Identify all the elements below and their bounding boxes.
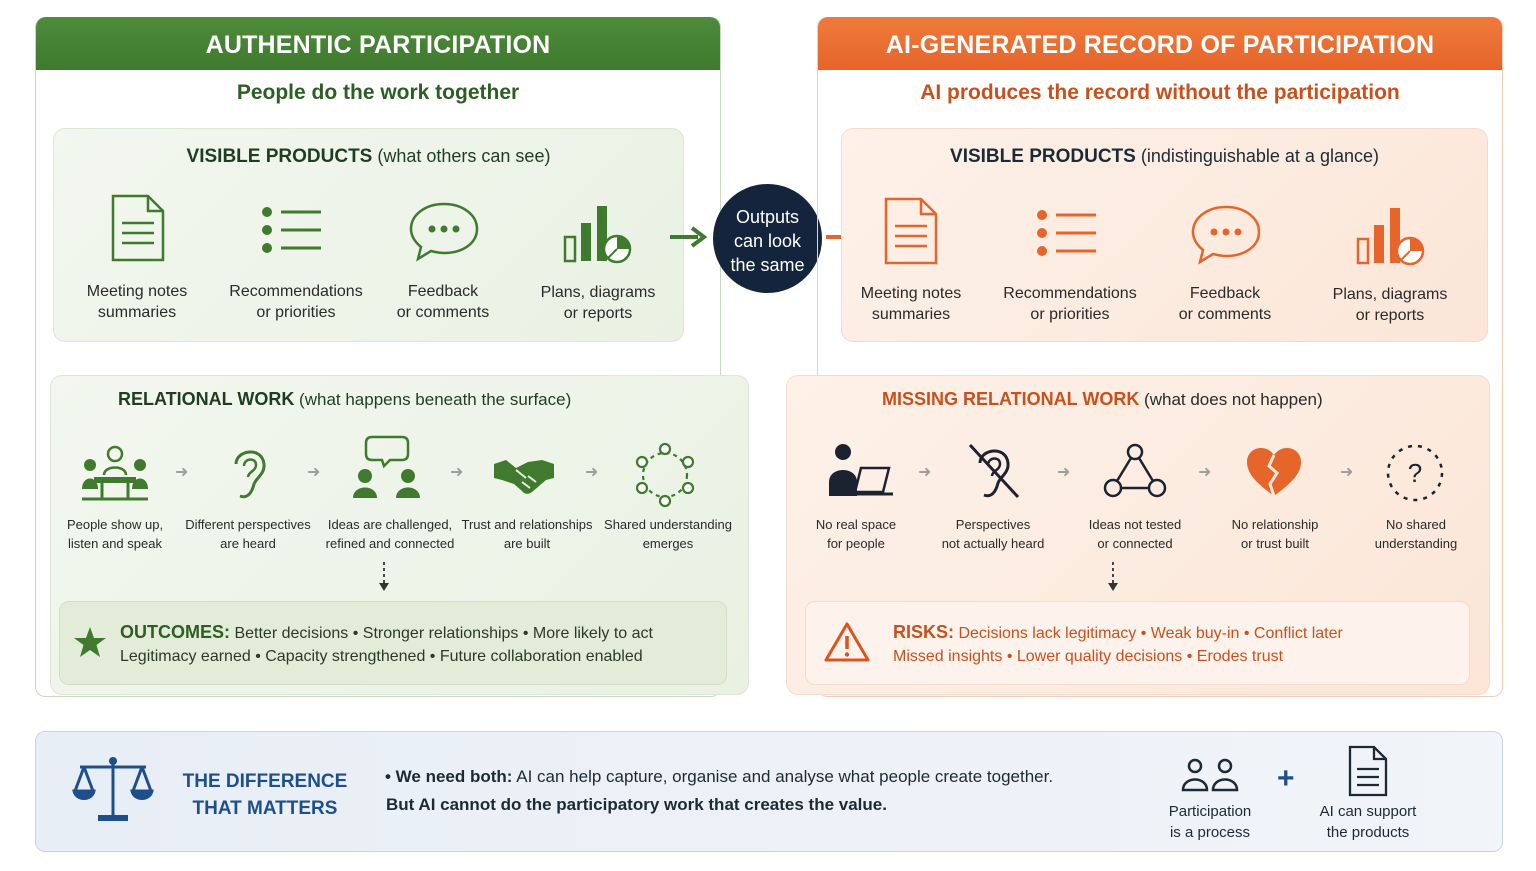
speech-bubble-icon bbox=[1191, 205, 1261, 265]
plus-sign: + bbox=[1277, 762, 1295, 795]
difference-line-1: • We need both: AI can help capture, org… bbox=[385, 767, 1054, 786]
left-header: AUTHENTIC PARTICIPATION bbox=[36, 17, 720, 70]
ai-generated-panel: AI-GENERATED RECORD OF PARTICIPATION AI … bbox=[817, 17, 1503, 697]
warning-icon bbox=[824, 622, 870, 662]
right-subtitle: AI produces the record without the parti… bbox=[920, 81, 1400, 104]
step-arrow-icon: ➜ bbox=[1198, 464, 1212, 481]
step-arrow-icon: ➜ bbox=[1057, 464, 1071, 481]
dashed-down-arrow-icon bbox=[1108, 562, 1118, 591]
left-step-label: People show up,listen and speak bbox=[66, 517, 164, 551]
chart-icon bbox=[563, 206, 632, 264]
difference-bar bbox=[35, 731, 1503, 852]
dashed-down-arrow-icon bbox=[379, 562, 389, 591]
step-arrow-icon: ➜ bbox=[1340, 464, 1354, 481]
svg-text:?: ? bbox=[1408, 458, 1422, 488]
left-relational-title: RELATIONAL WORK (what happens beneath th… bbox=[118, 389, 572, 409]
step-arrow-icon: ➜ bbox=[450, 464, 464, 481]
step-arrow-icon: ➜ bbox=[175, 464, 189, 481]
green-arrow-icon bbox=[670, 226, 708, 248]
document-icon bbox=[884, 197, 938, 265]
ear-crossed-icon bbox=[968, 443, 1020, 499]
outcomes-box bbox=[59, 601, 727, 685]
star-icon bbox=[74, 627, 106, 657]
list-icon bbox=[262, 207, 321, 253]
risks-line-1: RISKS: Decisions lack legitimacy • Weak … bbox=[893, 622, 1343, 642]
risks-box bbox=[805, 601, 1470, 685]
right-relational-title: MISSING RELATIONAL WORK (what does not h… bbox=[882, 389, 1323, 409]
person-laptop-icon bbox=[829, 444, 893, 496]
chart-icon bbox=[1356, 208, 1425, 266]
list-icon bbox=[1037, 210, 1096, 256]
right-visible-title: VISIBLE PRODUCTS (indistinguishable at a… bbox=[950, 146, 1379, 167]
discussion-icon bbox=[353, 435, 420, 498]
document-icon bbox=[111, 194, 165, 262]
people-meeting-icon bbox=[82, 445, 148, 501]
scales-icon bbox=[72, 757, 154, 821]
left-visible-products-box: VISIBLE PRODUCTS (what others can see) bbox=[53, 128, 684, 342]
left-visible-title: VISIBLE PRODUCTS (what others can see) bbox=[186, 146, 551, 167]
ear-icon bbox=[234, 450, 266, 499]
handshake-icon bbox=[494, 460, 554, 494]
network-icon bbox=[1103, 443, 1167, 498]
document-icon bbox=[1348, 745, 1388, 797]
circle-people-icon bbox=[635, 442, 695, 508]
two-people-icon bbox=[1181, 758, 1239, 792]
difference-line-2: But AI cannot do the participatory work … bbox=[386, 795, 887, 814]
broken-heart-icon bbox=[1247, 448, 1301, 497]
authentic-participation-panel: AUTHENTIC PARTICIPATION People do the wo… bbox=[35, 17, 721, 697]
step-arrow-icon: ➜ bbox=[307, 464, 321, 481]
left-step-label: Ideas are challenged,refined and connect… bbox=[325, 517, 455, 551]
step-arrow-icon: ➜ bbox=[585, 464, 599, 481]
right-header: AI-GENERATED RECORD OF PARTICIPATION bbox=[818, 17, 1502, 70]
outcomes-line-1: OUTCOMES: Better decisions • Stronger re… bbox=[120, 622, 653, 642]
speech-bubble-icon bbox=[409, 202, 479, 262]
step-arrow-icon: ➜ bbox=[918, 464, 932, 481]
outcomes-line-2: Legitimacy earned • Capacity strengthene… bbox=[120, 648, 643, 665]
question-circle-icon: ? bbox=[1386, 444, 1444, 502]
left-subtitle: People do the work together bbox=[236, 81, 520, 104]
risks-line-2: Missed insights • Lower quality decision… bbox=[893, 648, 1284, 665]
